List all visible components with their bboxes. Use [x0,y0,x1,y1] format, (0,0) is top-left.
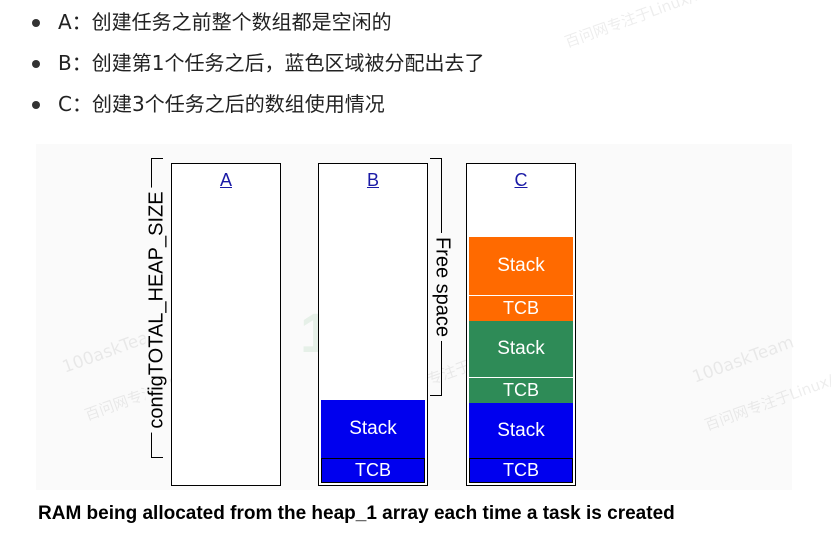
tcb-block: TCB [469,295,573,321]
watermark: 百问网专注于Linux/RTOS [562,0,734,52]
column-b: B Stack TCB [318,163,428,486]
stack-block: Stack [321,400,425,458]
bullet-dot-icon [32,19,40,27]
bullet-dot-icon [32,101,40,109]
column-label: A [219,170,232,190]
bullet-text: C：创建3个任务之后的数组使用情况 [58,92,385,116]
bullet-dot-icon [32,60,40,68]
bullet-text: B：创建第1个任务之后，蓝色区域被分配出去了 [58,51,485,75]
column-label: C [514,170,528,190]
tcb-block: TCB [321,458,425,483]
stack-block: Stack [469,321,573,377]
stack-block: Stack [469,237,573,295]
column-c: C Stack TCB Stack TCB Stack TCB [466,163,576,486]
column-a: A [171,163,281,486]
free-space-label: Free space [430,232,454,342]
tcb-block: TCB [469,458,573,483]
bullet-text: A：创建任务之前整个数组都是空闲的 [58,10,392,34]
figure-caption: RAM being allocated from the heap_1 arra… [38,503,675,524]
heap-size-label: configTOTAL_HEAP_SIZE [145,187,169,433]
stack-block: Stack [469,403,573,458]
tcb-block: TCB [469,377,573,403]
column-label: B [366,170,379,190]
